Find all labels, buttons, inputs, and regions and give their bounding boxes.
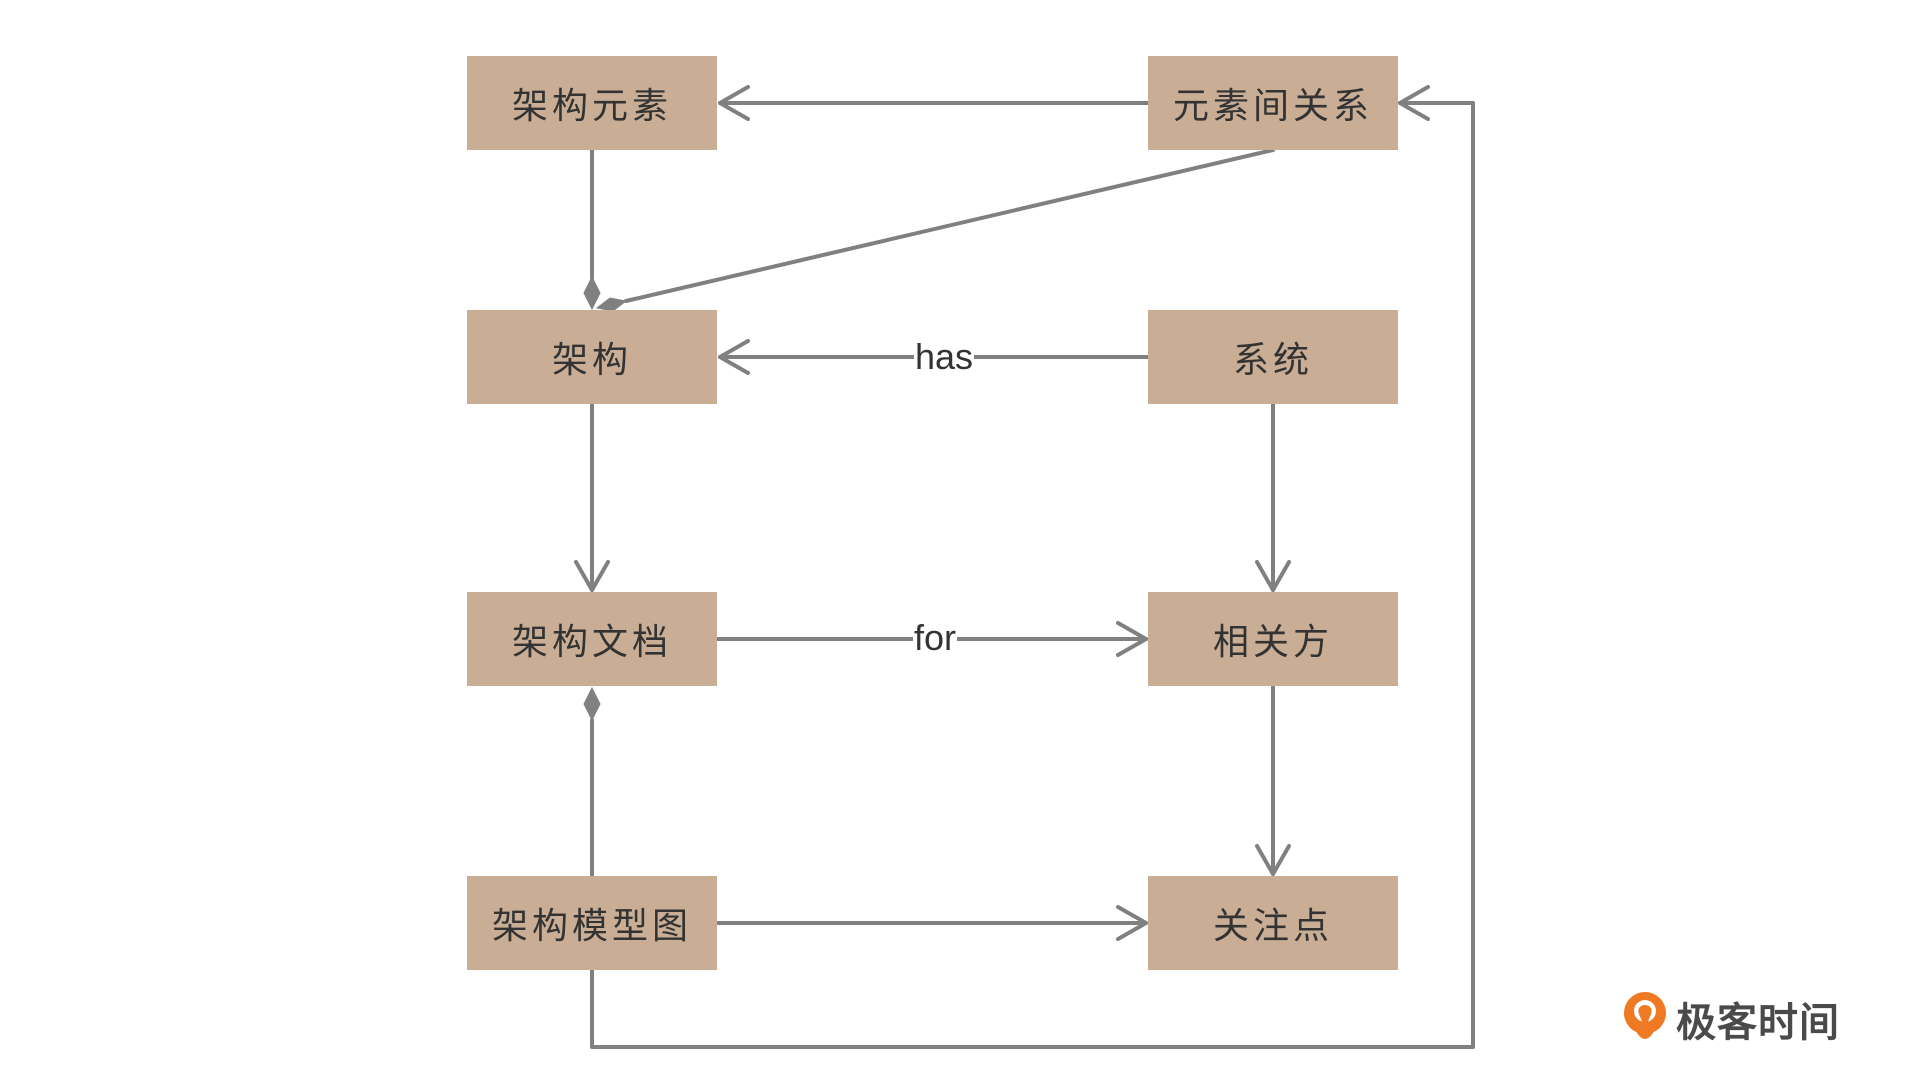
arrowhead [1255, 844, 1291, 876]
arrowhead [1116, 621, 1148, 657]
node-label: 架构元素 [511, 86, 672, 127]
arrowhead [1255, 560, 1291, 592]
node-architecture-elements: 架构元素 [467, 56, 717, 150]
geektime-logo-icon [1624, 992, 1666, 1039]
edge-model-to-document [583, 686, 601, 878]
edge-line [590, 101, 1475, 1049]
composition-diamond [583, 686, 601, 722]
node-label: 系统 [1232, 340, 1313, 381]
node-label: 相关方 [1212, 622, 1333, 663]
node-system: 系统 [1148, 310, 1398, 404]
arrowhead [718, 85, 750, 121]
arrowhead [1116, 905, 1148, 941]
composition-diamond [583, 275, 601, 311]
edge-label-has: has [913, 336, 975, 377]
edge-label-for: for [912, 617, 958, 658]
node-concerns: 关注点 [1148, 876, 1398, 970]
composition-diamond [595, 297, 628, 312]
node-stakeholders: 相关方 [1148, 592, 1398, 686]
arrowhead [574, 560, 610, 592]
edge-model-to-relationships [590, 85, 1475, 1049]
edge-relationships-to-architecture [595, 148, 1275, 312]
edge-stakeholders-to-concerns [1255, 684, 1291, 876]
logo-pin [1638, 1005, 1652, 1029]
arrowhead [718, 339, 750, 375]
node-label: 元素间关系 [1172, 86, 1373, 127]
brand-name: 极客时间 [1676, 1000, 1840, 1046]
node-architecture-document: 架构文档 [467, 592, 717, 686]
node-label: 架构模型图 [491, 906, 692, 947]
edge-line [624, 148, 1275, 303]
node-architecture-model-diagram: 架构模型图 [467, 876, 717, 970]
edge-model-to-concerns [715, 905, 1148, 941]
logo-tail [1634, 1027, 1656, 1039]
edge-architecture-to-document [574, 402, 610, 592]
arrowhead [1398, 85, 1430, 121]
edge-relationships-to-elements [718, 85, 1150, 121]
brand-watermark: 极客时间 [1620, 988, 1840, 1050]
node-label: 架构文档 [511, 622, 672, 663]
edge-system-to-stakeholders [1255, 402, 1291, 592]
node-label: 关注点 [1212, 906, 1333, 947]
node-label: 架构 [551, 340, 632, 381]
node-architecture: 架构 [467, 310, 717, 404]
edge-elements-to-architecture [583, 148, 601, 311]
node-element-relationships: 元素间关系 [1148, 56, 1398, 150]
